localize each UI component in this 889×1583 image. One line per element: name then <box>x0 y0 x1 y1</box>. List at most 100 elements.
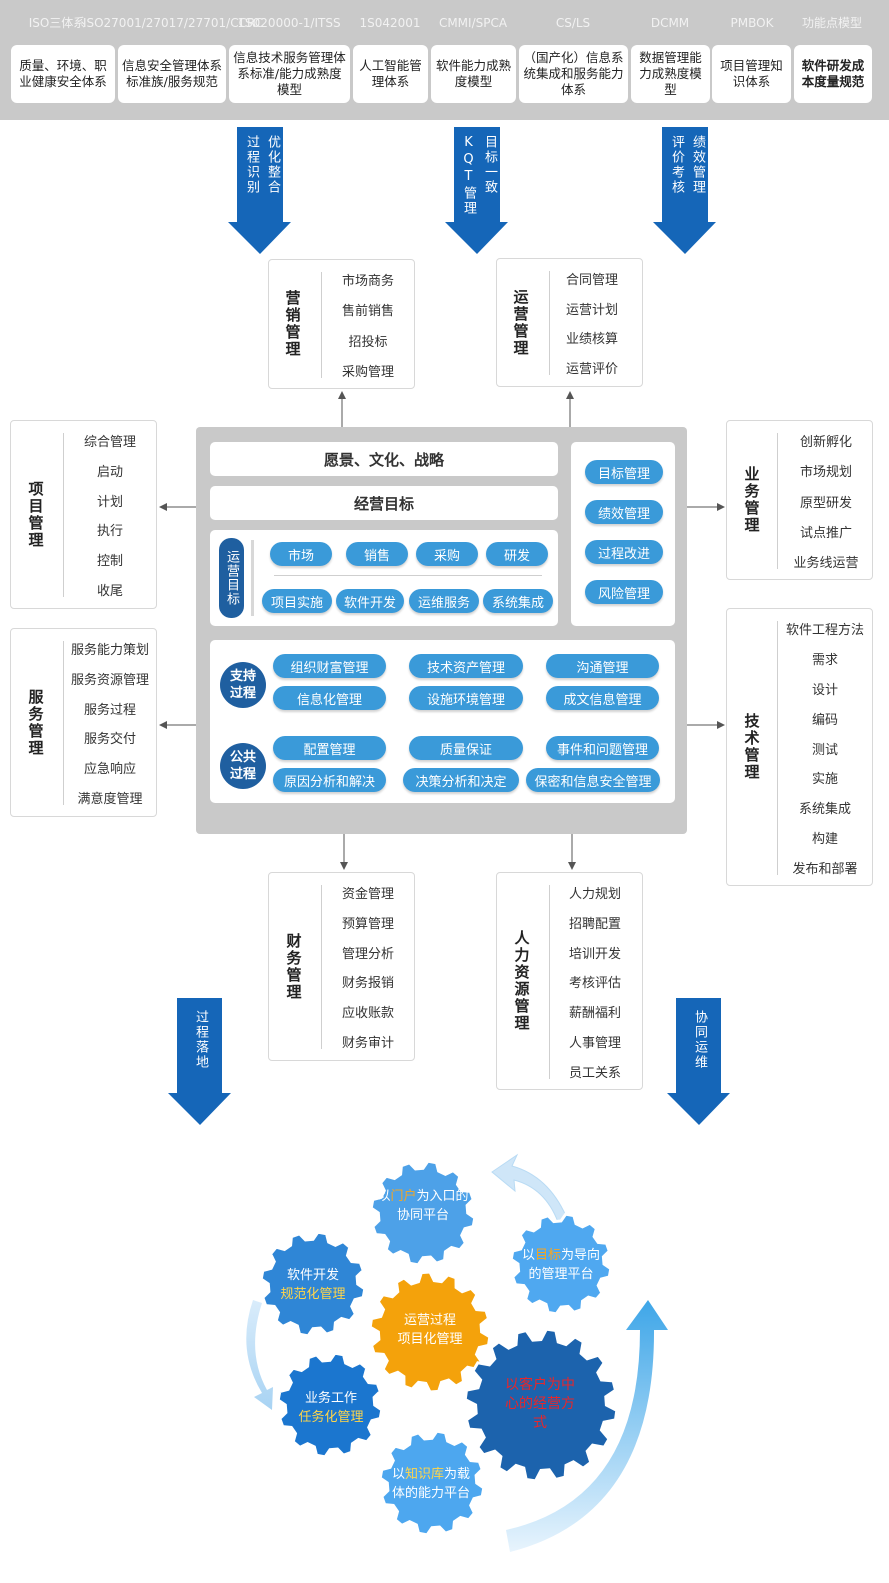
card-items: 创新孵化 市场规划 原型研发 试点推广 业务线运营 <box>780 431 872 571</box>
card-title: 技术管理 <box>742 713 761 781</box>
card-title: 服务管理 <box>26 688 45 757</box>
public-pill: 事件和问题管理 <box>546 736 659 760</box>
card-item: 薪酬福利 <box>568 1006 621 1022</box>
card-items: 软件工程方法 需求 设计 编码 测试 实施 系统集成 构建 发布和部署 <box>778 619 872 877</box>
gear-text-line: 业务工作 <box>304 1391 357 1406</box>
op-pill: 系统集成 <box>483 589 553 613</box>
standard-code: 1S042001 <box>359 15 421 30</box>
gear-ops-text: 运营过程 项目化管理 <box>380 1300 480 1360</box>
card-item: 服务过程 <box>83 702 136 718</box>
standard-code: PMBOK <box>730 15 774 30</box>
card-item: 系统集成 <box>798 802 851 818</box>
gear-portal <box>369 1159 477 1267</box>
card-item: 软件工程方法 <box>785 623 864 638</box>
support-pill: 组织财富管理 <box>273 654 386 678</box>
card-item: 实施 <box>811 772 838 788</box>
gear-text-highlight: 任务化管理 <box>298 1410 364 1425</box>
card-item: 业务线运营 <box>793 556 859 571</box>
curved-arrow-left <box>246 1300 273 1410</box>
gear-text-pre: 以 <box>377 1189 391 1204</box>
op-pill: 软件开发 <box>336 589 404 613</box>
goal-box: 经营目标 <box>210 486 558 520</box>
down-arrow-3 <box>653 127 716 254</box>
op-goal-label: 运营目标 <box>219 538 244 618</box>
mgmt-pill: 过程改进 <box>585 540 663 564</box>
standard-code: 功能点模型 <box>801 15 862 30</box>
card-item: 招投标 <box>348 334 388 350</box>
public-pill: 配置管理 <box>273 736 386 760</box>
card-item: 员工关系 <box>568 1065 621 1081</box>
card-item: 合同管理 <box>565 273 618 288</box>
tech-card: 技术管理 软件工程方法 需求 设计 编码 测试 实施 系统集成 构建 发布和部署 <box>726 608 873 886</box>
gear-business-text: 业务工作 任务化管理 <box>286 1378 376 1438</box>
card-title: 营销管理 <box>283 290 302 358</box>
arrow-label: 协同运维 <box>692 1010 707 1070</box>
arrow-label: 目标一致 <box>482 135 497 195</box>
finance-card: 财务管理 资金管理 预算管理 管理分析 财务报销 应收账款 财务审计 <box>268 872 415 1061</box>
card-item: 采购管理 <box>341 364 394 380</box>
standard-box: 数据管理能力成熟度模型 <box>631 45 710 103</box>
gear-text-line: 软件开发 <box>286 1268 339 1283</box>
curved-arrow-top <box>491 1153 567 1223</box>
card-title: 运营管理 <box>511 288 530 357</box>
management-pills-box: 目标管理 绩效管理 过程改进 风险管理 <box>571 442 675 626</box>
card-item: 满意度管理 <box>77 791 143 807</box>
mgmt-pill: 目标管理 <box>585 460 663 484</box>
op-pill: 运维服务 <box>409 589 479 613</box>
down-arrow-5 <box>667 998 730 1125</box>
gear-software-text: 软件开发 规范化管理 <box>268 1255 358 1315</box>
hr-card: 人力资源管理 人力规划 招聘配置 培训开发 考核评估 薪酬福利 人事管理 员工关… <box>496 872 643 1090</box>
gear-text-line: 运营过程 <box>403 1313 456 1328</box>
down-arrow-1 <box>228 127 291 254</box>
operations-card: 运营管理 合同管理 运营计划 业绩核算 运营评价 <box>496 258 643 387</box>
op-pill: 采购 <box>416 542 478 566</box>
card-title: 财务管理 <box>284 932 303 1001</box>
standard-code: DCMM <box>650 15 690 30</box>
card-title: 业务管理 <box>742 466 761 534</box>
support-pill: 沟通管理 <box>546 654 659 678</box>
gear-knowledge-text: 以知识库为载体的能力平台 <box>386 1446 476 1522</box>
card-item: 考核评估 <box>568 976 621 992</box>
card-item: 业绩核算 <box>565 332 618 348</box>
standard-box: 信息安全管理体系标准族/服务规范 <box>118 45 226 103</box>
arrow-label: 过程落地 <box>193 1010 208 1070</box>
public-label: 公共过程 <box>220 743 266 789</box>
center-block: 愿景、文化、战略 经营目标 运营目标 市场 销售 采购 研发 项目实施 软件开发… <box>196 427 687 834</box>
card-item: 发布和部署 <box>792 862 858 877</box>
standards-band: ISO三体系 ISO27001/27017/27701/CCRC 1S02000… <box>0 0 889 120</box>
card-item: 收尾 <box>96 583 123 599</box>
card-item: 资金管理 <box>341 887 394 902</box>
standard-code: ISO三体系 <box>28 15 86 30</box>
standard-code: CMMI/SPCA <box>438 15 508 30</box>
card-items: 市场商务 售前销售 招投标 采购管理 <box>324 270 412 380</box>
arrow-label: 绩效管理 <box>690 135 705 195</box>
arrow-label: 过程识别 <box>244 135 259 195</box>
card-item: 应急响应 <box>83 762 136 778</box>
card-item: 管理分析 <box>341 946 394 962</box>
card-item: 售前销售 <box>341 304 394 320</box>
card-item: 财务报销 <box>341 976 394 992</box>
card-item: 财务审计 <box>341 1035 394 1051</box>
gear-text-pre: 以 <box>391 1467 405 1482</box>
project-card: 项目管理 综合管理 启动 计划 执行 控制 收尾 <box>10 420 157 609</box>
standard-box: 信息技术服务管理体系标准/能力成熟度模型 <box>229 45 350 103</box>
card-item: 设计 <box>811 682 838 698</box>
support-label: 支持过程 <box>220 662 266 708</box>
card-item: 招聘配置 <box>568 916 621 932</box>
support-pill: 成文信息管理 <box>546 686 659 710</box>
standard-box: 项目管理知识体系 <box>712 45 791 103</box>
public-pill: 保密和信息安全管理 <box>526 768 660 792</box>
gear-ops <box>368 1270 492 1394</box>
card-item: 培训开发 <box>568 946 621 962</box>
standard-box: （国产化）信息系统集成和服务能力体系 <box>519 45 628 103</box>
card-items: 合同管理 运营计划 业绩核算 运营评价 <box>552 269 632 377</box>
standard-code: ISO27001/27017/27701/CCRC <box>82 15 264 30</box>
standard-code: 1S020000-1/ITSS <box>237 15 341 30</box>
gear-software <box>259 1230 367 1338</box>
gear-customer-text: 以客户为中心的经营方式 <box>505 1376 575 1431</box>
gear-text-post: 为载体的能力平台 <box>391 1467 471 1501</box>
card-item: 预算管理 <box>341 916 394 932</box>
down-arrow-2 <box>445 127 508 254</box>
vision-box: 愿景、文化、战略 <box>210 442 558 476</box>
support-pill: 设施环境管理 <box>409 686 523 710</box>
